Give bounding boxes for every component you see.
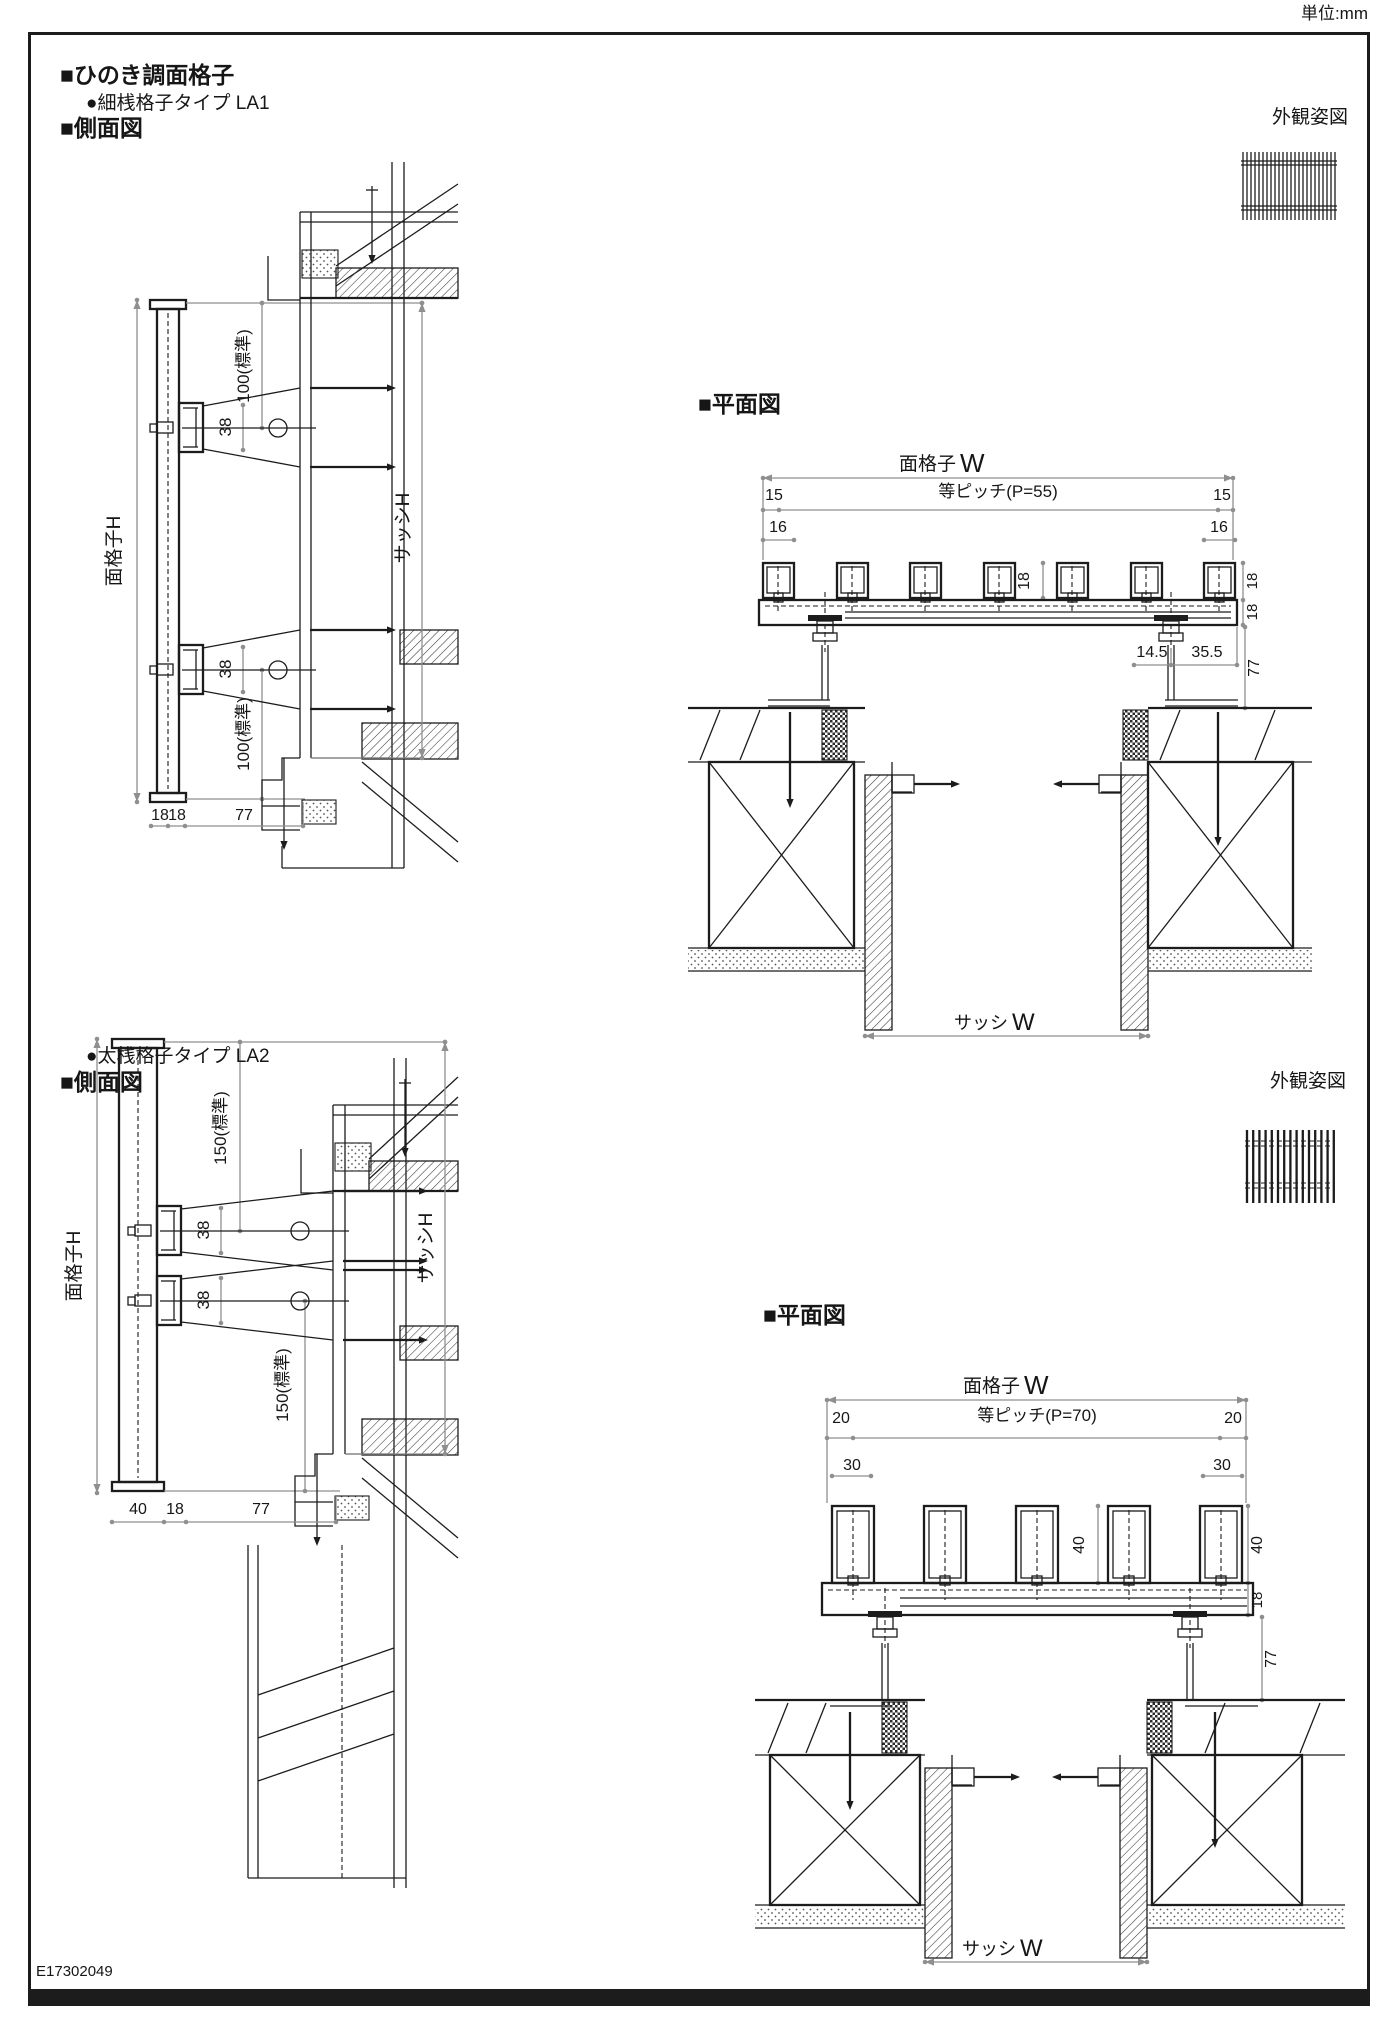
- dim-label-foot_dims-0: 14.5: [1136, 644, 1167, 661]
- dim-label-plan-standoff: 77: [1263, 1650, 1280, 1668]
- dim-label-side-sash_height: サッシH: [393, 493, 414, 564]
- dim-label-side-bracket_depth_bottom: 38: [194, 1291, 213, 1310]
- dim-label-side-offset_top: 150(標準): [211, 1091, 230, 1165]
- dim-label-bottom_dims-0: 18: [151, 807, 169, 824]
- appearance-icons: [1241, 152, 1337, 1203]
- dim-label-plan-sash_width_symbol: W: [1020, 1935, 1043, 1962]
- dim-label-foot_dims-1: 35.5: [1191, 644, 1222, 661]
- unit-note: 単位:mm: [1300, 4, 1368, 23]
- dim-label-edges-1: 20: [1224, 1410, 1242, 1427]
- plan-view-la2: [755, 1396, 1345, 1966]
- dim-label-bar_widths-1: 30: [1213, 1457, 1231, 1474]
- section1-title: ■ひのき調面格子: [60, 62, 235, 88]
- dim-label-bottom_dims-2: 77: [235, 807, 253, 824]
- side-view-la2: [93, 1036, 459, 1888]
- dim-label-plan-sash_width_symbol: W: [1012, 1009, 1035, 1036]
- section2-type-label: ●太桟格子タイプ LA2: [86, 1046, 270, 1067]
- dim-label-side-grille_height: 面格子H: [103, 516, 125, 587]
- section1-type-label: ●細桟格子タイプ LA1: [86, 93, 270, 114]
- dim-label-edges-0: 15: [765, 487, 783, 504]
- dim-label-bar_widths-0: 30: [843, 1457, 861, 1474]
- dim-label-plan-standoff: 77: [1246, 659, 1263, 677]
- dim-label-bottom_dims-0: 40: [129, 1501, 147, 1518]
- dim-label-edges-1: 15: [1213, 487, 1231, 504]
- dim-label-plan-sash_width_prefix: サッシ: [962, 1939, 1016, 1959]
- dim-label-bottom_dims-1: 18: [168, 807, 186, 824]
- dim-label-bar_widths-1: 16: [1210, 519, 1228, 536]
- dim-label-right_dims-1: 18: [1244, 604, 1261, 621]
- dim-label-right_dims-0: 18: [1244, 573, 1261, 590]
- dim-label-side-sash_height: サッシH: [416, 1213, 437, 1284]
- dim-label-edges-0: 20: [832, 1410, 850, 1427]
- section1-side-view-title: ■側面図: [60, 115, 143, 141]
- section1-appearance-title: 外観姿図: [1271, 107, 1348, 128]
- dim-label-plan-sash_width_prefix: サッシ: [954, 1013, 1008, 1033]
- dim-label-plan-bar_depth: 18: [1016, 572, 1033, 590]
- dim-label-side-bracket_depth_top: 38: [194, 1221, 213, 1240]
- page-border: [28, 32, 1370, 1996]
- section2-plan-view-title: ■平面図: [763, 1302, 846, 1328]
- dim-label-plan-grille_width_symbol: W: [1024, 1370, 1049, 1400]
- dim-label-plan-pitch_note: 等ピッチ(P=70): [977, 1406, 1097, 1425]
- dim-label-side-grille_height: 面格子H: [63, 1231, 85, 1302]
- dim-label-plan-pitch_note: 等ピッチ(P=55): [938, 482, 1058, 501]
- dim-label-bar_widths-0: 16: [769, 519, 787, 536]
- section1-plan-view-title: ■平面図: [698, 391, 781, 417]
- dim-label-plan-grille_width_prefix: 面格子: [963, 1375, 1020, 1397]
- dim-label-side-offset_bottom: 100(標準): [234, 697, 253, 771]
- dim-label-bottom_dims-1: 18: [166, 1501, 184, 1518]
- dim-label-side-bracket_depth_top: 38: [216, 418, 235, 437]
- dim-label-side-offset_bottom: 150(標準): [273, 1348, 292, 1422]
- dim-label-plan-grille_width_prefix: 面格子: [899, 453, 956, 475]
- dim-label-plan-grille_width_symbol: W: [960, 448, 985, 478]
- side-view-la1: [133, 162, 459, 869]
- dim-label-plan-bar_depth: 40: [1071, 1536, 1088, 1554]
- dim-label-right_dims-0: 40: [1249, 1536, 1266, 1554]
- footer-bar: [28, 1989, 1370, 2006]
- doc-code: E17302049: [36, 1963, 113, 1980]
- dim-label-side-bracket_depth_bottom: 38: [216, 660, 235, 679]
- dim-label-right_dims-1: 18: [1249, 1592, 1266, 1609]
- section2-appearance-title: 外観姿図: [1269, 1071, 1346, 1092]
- plan-view-la1: [688, 474, 1312, 1040]
- dim-label-side-offset_top: 100(標準): [234, 329, 253, 403]
- section2-side-view-title: ■側面図: [60, 1069, 143, 1095]
- dim-label-bottom_dims-2: 77: [252, 1501, 270, 1518]
